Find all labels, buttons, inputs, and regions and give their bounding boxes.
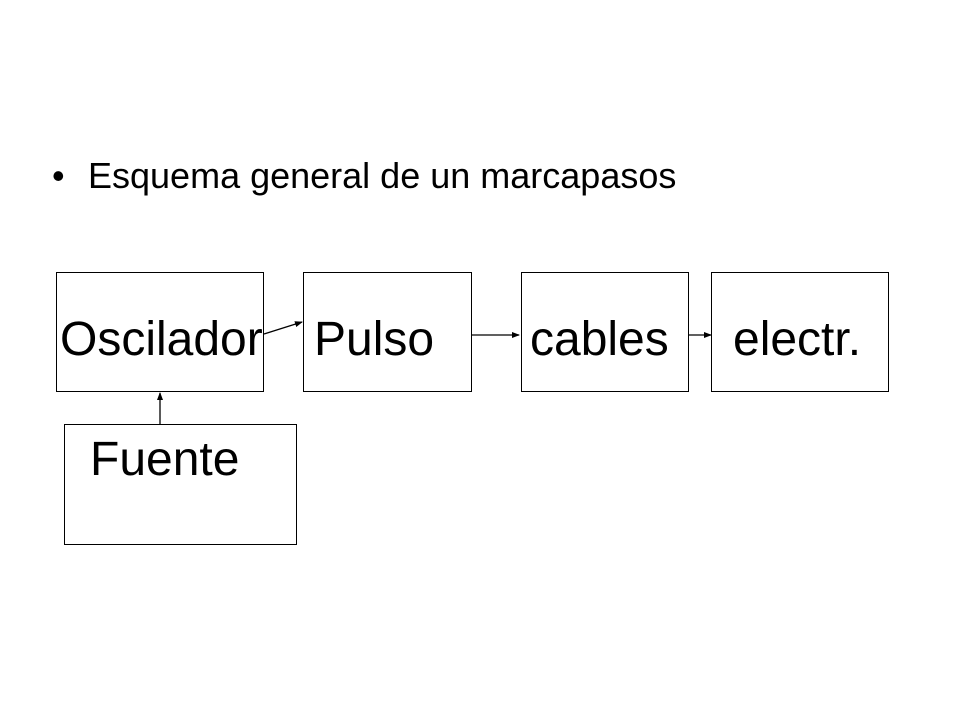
cables-block xyxy=(521,272,689,392)
arrow-oscilador-to-pulso xyxy=(263,321,303,335)
bullet-item: • Esquema general de un marcapasos xyxy=(52,154,676,198)
pulso-label: Pulso xyxy=(314,313,435,366)
oscilador-label: Oscilador xyxy=(60,313,263,366)
oscilador-block xyxy=(56,272,264,392)
bullet-text: Esquema general de un marcapasos xyxy=(88,155,677,196)
electr-block xyxy=(711,272,889,392)
bullet-icon: • xyxy=(52,155,65,196)
pulso-block xyxy=(303,272,472,392)
fuente-label: Fuente xyxy=(90,433,240,486)
fuente-block xyxy=(64,424,297,545)
cables-label: cables xyxy=(530,313,669,366)
electr-label: electr. xyxy=(733,313,862,366)
